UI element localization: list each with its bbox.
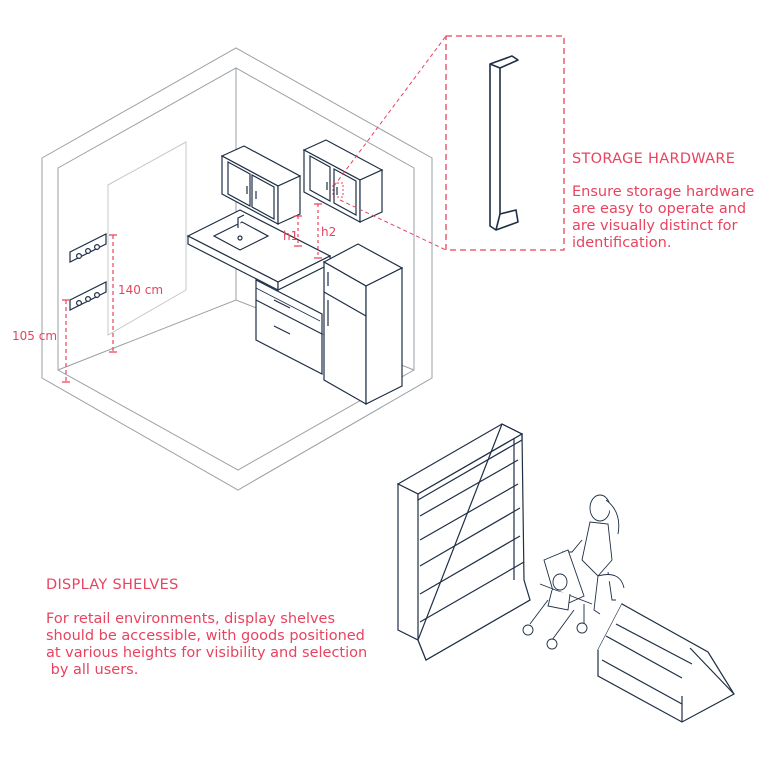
display-description-line: by all users. — [46, 662, 139, 678]
storage-description-line: are easy to operate and — [572, 201, 747, 217]
storage-description-line: are visually distinct for — [572, 218, 738, 234]
dimension-lines-cabinets — [294, 203, 322, 259]
h1-label: h1 — [283, 229, 298, 243]
dimension-lines-hooks — [62, 234, 117, 383]
handle-detail-icon — [489, 55, 519, 231]
display-shelf-tall — [396, 423, 531, 661]
wall-cabinet-left — [220, 145, 302, 226]
storage-description-line: identification. — [572, 235, 672, 251]
base-drawers — [255, 279, 323, 375]
tall-cabinet-fridge — [322, 243, 404, 406]
display-shelf-low — [597, 603, 735, 723]
hook-upper-height-label: 140 cm — [118, 283, 163, 297]
room — [41, 47, 433, 491]
callout-connector — [332, 35, 447, 251]
display-description-line: at various heights for visibility and se… — [46, 645, 368, 661]
coat-hook-upper — [69, 233, 107, 263]
storage-hardware-heading: STORAGE HARDWARE — [572, 151, 736, 167]
storage-hardware-description: Ensure storage hardware are easy to oper… — [572, 184, 767, 252]
storage-description-line: Ensure storage hardware — [572, 184, 755, 200]
h2-label: h2 — [321, 225, 336, 239]
display-description-line: should be accessible, with goods positio… — [46, 628, 365, 644]
handle-detail-box — [445, 35, 565, 251]
coat-hook-lower — [69, 281, 107, 311]
display-shelves-heading: DISPLAY SHELVES — [46, 577, 179, 593]
display-description-line: For retail environments, display shelves — [46, 611, 336, 627]
wall-cabinet-right — [302, 139, 384, 224]
display-shelves-description: For retail environments, display shelves… — [46, 611, 376, 679]
person-with-stroller — [522, 494, 625, 650]
counter-sink — [186, 209, 332, 291]
hook-lower-height-label: 105 cm — [12, 329, 57, 343]
